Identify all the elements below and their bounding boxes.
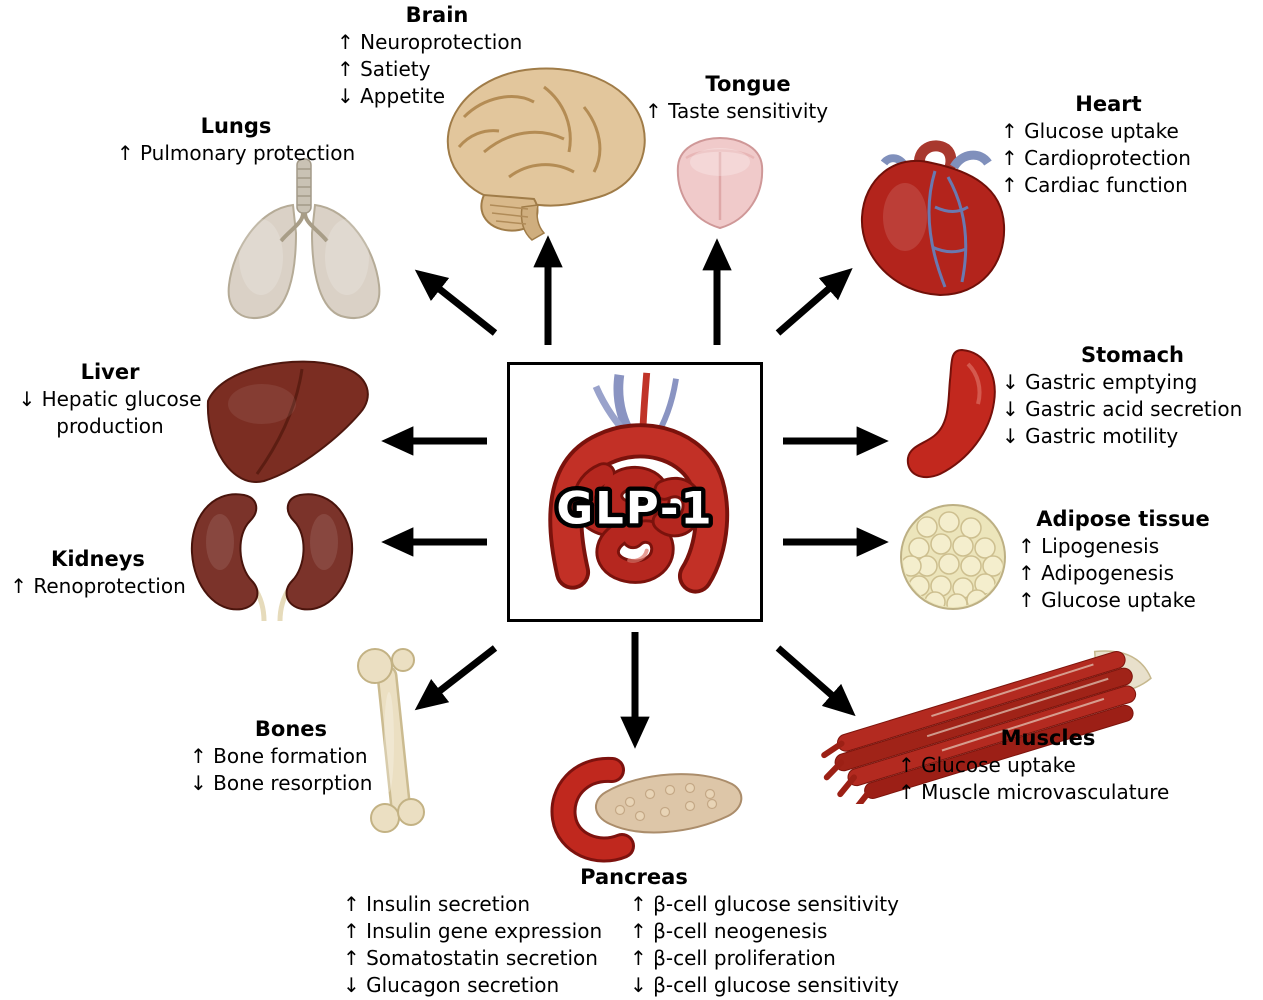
muscles-illustration	[815, 636, 1160, 804]
organ-effect: ↓ Hepatic glucose production	[18, 387, 202, 438]
organ-name-kidneys: Kidneys	[51, 547, 145, 571]
organ-name-liver: Liver	[80, 360, 140, 384]
organ-name-heart: Heart	[1075, 92, 1142, 116]
organ-name-tongue: Tongue	[705, 72, 791, 96]
organ-effect: ↓ Gastric acid secretion	[1002, 397, 1243, 421]
tongue-label-block: Tongue ↑ Taste sensitivity	[645, 71, 851, 125]
organ-effect: ↓ Gastric emptying	[1002, 370, 1198, 394]
organ-name-lungs: Lungs	[200, 114, 272, 138]
organ-effect: ↑ Adipogenesis	[1018, 561, 1175, 585]
pancreas-illustration	[540, 742, 750, 864]
glp1-label: GLP-1	[556, 481, 713, 534]
bones-label-block: Bones ↑ Bone formation ↓ Bone resorption	[190, 716, 392, 797]
organ-effect: ↑ Pulmonary protection	[116, 141, 356, 165]
organ-name-bones: Bones	[254, 717, 328, 741]
gut-illustration: GLP-1	[548, 372, 730, 594]
organ-effect: ↑ β-cell proliferation	[630, 946, 836, 970]
pancreas-effects-left: ↑ Insulin secretion ↑ Insulin gene expre…	[338, 891, 630, 999]
organ-effect: ↑ Insulin secretion	[343, 892, 531, 916]
organ-effect: ↑ Taste sensitivity	[645, 99, 829, 123]
muscles-label-block: Muscles ↑ Glucose uptake ↑ Muscle microv…	[898, 725, 1198, 806]
heart-label-block: Heart ↑ Glucose uptake ↑ Cardioprotectio…	[1001, 91, 1216, 199]
organ-effect: ↑ Glucose uptake	[1018, 588, 1196, 612]
organ-effect: ↓ Glucagon secretion	[343, 973, 560, 997]
tongue-illustration	[666, 132, 774, 234]
organ-effect: ↑ β-cell glucose sensitivity	[630, 892, 899, 916]
brain-illustration	[424, 57, 652, 242]
organ-effect: ↓ Gastric motility	[1002, 424, 1179, 448]
glp1-center-box: GLP-1	[507, 362, 763, 622]
organ-name-muscles: Muscles	[1000, 726, 1096, 750]
liver-illustration	[202, 349, 374, 491]
stomach-illustration	[898, 344, 1006, 496]
organ-effect: ↑ β-cell neogenesis	[630, 919, 828, 943]
stomach-label-block: Stomach ↓ Gastric emptying ↓ Gastric aci…	[1002, 342, 1263, 450]
organ-effect: ↑ Glucose uptake	[1001, 119, 1179, 143]
arrow-to-lungs	[414, 269, 498, 336]
organ-effect: ↓ β-cell glucose sensitivity	[630, 973, 899, 997]
lungs-illustration	[213, 157, 395, 329]
organ-effect: ↓ Bone resorption	[190, 771, 373, 795]
organ-effect: ↑ Insulin gene expression	[343, 919, 603, 943]
brain-label-block: Brain ↑ Neuroprotection ↑ Satiety ↓ Appe…	[337, 2, 537, 110]
arrow-to-heart	[775, 267, 853, 336]
organ-effect: ↑ Cardiac function	[1001, 173, 1188, 197]
lungs-label-block: Lungs ↑ Pulmonary protection	[100, 113, 372, 167]
organ-effect: ↓ Appetite	[337, 84, 446, 108]
organ-effect: ↑ Bone formation	[190, 744, 368, 768]
organ-name-adipose: Adipose tissue	[1036, 507, 1210, 531]
organ-name-brain: Brain	[405, 3, 469, 27]
heart-illustration	[850, 137, 1015, 305]
bones-illustration	[345, 642, 445, 842]
organ-effect: ↑ Renoprotection	[10, 574, 186, 598]
pancreas-effects-columns: ↑ Insulin secretion ↑ Insulin gene expre…	[338, 891, 930, 999]
organ-effect: ↑ Cardioprotection	[1001, 146, 1191, 170]
organ-effect: ↑ Satiety	[337, 57, 431, 81]
kidneys-illustration	[182, 487, 362, 623]
liver-label-block: Liver ↓ Hepatic glucose production	[8, 359, 212, 440]
adipose-illustration	[897, 502, 1009, 612]
organ-name-pancreas: Pancreas	[580, 865, 688, 889]
organ-effect: ↑ Neuroprotection	[337, 30, 523, 54]
pancreas-effects-right: ↑ β-cell glucose sensitivity ↑ β-cell ne…	[630, 891, 930, 999]
organ-effect: ↑ Somatostatin secretion	[343, 946, 598, 970]
pancreas-label-block: Pancreas ↑ Insulin secretion ↑ Insulin g…	[338, 864, 930, 999]
kidneys-label-block: Kidneys ↑ Renoprotection	[0, 546, 196, 600]
adipose-label-block: Adipose tissue ↑ Lipogenesis ↑ Adipogene…	[1018, 506, 1228, 614]
organ-effect: ↑ Muscle microvasculature	[898, 780, 1170, 804]
organ-effect: ↑ Glucose uptake	[898, 753, 1076, 777]
organ-effect: ↑ Lipogenesis	[1018, 534, 1160, 558]
organ-name-stomach: Stomach	[1080, 343, 1185, 367]
